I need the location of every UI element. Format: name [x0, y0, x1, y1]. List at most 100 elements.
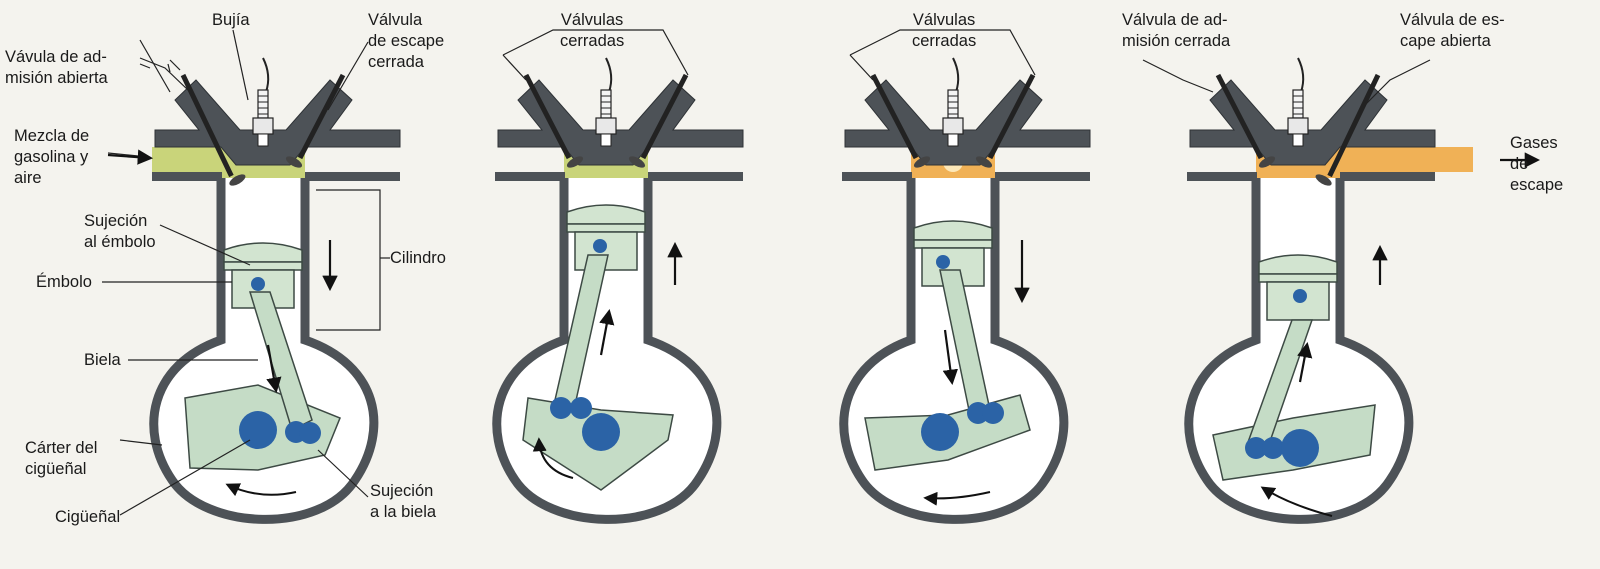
spark-plug-tip: [600, 133, 612, 147]
intake-valve-head: [229, 174, 246, 186]
crank-rotation-arrow: [225, 483, 297, 497]
head-flange-right: [305, 172, 400, 181]
intake-valve-leader: [139, 57, 189, 91]
exhaust-port-gases: [1340, 147, 1473, 172]
crank-rotation-arrow: [923, 491, 991, 506]
crankshaft-journal: [582, 413, 620, 451]
panel-intake-stroke: [102, 29, 401, 524]
spark-plug-leader: [232, 29, 249, 101]
intake-leader-end: [167, 63, 171, 73]
spark-plug-wire: [952, 57, 960, 93]
valves-bracket-left: [849, 54, 874, 81]
crank-rotation-arrow: [1260, 486, 1333, 517]
head-flange-left: [842, 172, 912, 181]
exhaust-valve-head: [628, 156, 646, 168]
crankshaft-journal: [1281, 429, 1319, 467]
valves-closed-label-power: Válvulas cerradas: [912, 11, 977, 50]
cylinder-bracket: [316, 189, 381, 331]
exhaust-valve-stem: [1327, 73, 1381, 178]
intake-leader-tail: [169, 59, 181, 71]
exhaust-gases-label: Gases de escape: [1510, 134, 1564, 194]
valves-bracket: [849, 29, 1036, 76]
spark-plug-label: Bujía: [212, 11, 250, 29]
intake-valve-closed-label: Válvula de ad- misión cerrada: [1122, 11, 1231, 50]
piston-rings: [566, 223, 646, 233]
fuel-air-mixture-label: Mezcla de gasolina y aire: [14, 127, 90, 187]
spark-leader: [139, 39, 171, 93]
exhaust-valve-leader: [327, 41, 369, 111]
crankshaft-leader: [119, 439, 251, 516]
head-flange-right: [995, 172, 1090, 181]
spark-plug-wire: [605, 57, 613, 93]
exhaust-open-leader: [1364, 59, 1431, 106]
piston-rings: [223, 261, 303, 271]
rod-bearing-leader: [317, 449, 369, 498]
spark-plug-icon: [942, 57, 964, 147]
rod-bearing: [1245, 437, 1267, 459]
piston-rings: [913, 239, 993, 249]
piston-label: Émbolo: [36, 273, 92, 291]
head-flange-left: [152, 172, 222, 181]
piston-crown: [566, 204, 646, 225]
spark-plug-tip: [1292, 133, 1304, 147]
crankshaft-journal: [921, 413, 959, 451]
spark-plug-icon: [595, 57, 617, 147]
spark-plug-hex: [595, 117, 617, 135]
intake-valve-stem: [1215, 73, 1264, 160]
head-flange-left: [495, 172, 565, 181]
piston-pin-label: Sujeción al émbolo: [84, 212, 156, 251]
rod-motion-arrow: [266, 344, 282, 394]
valves-bracket-left: [502, 54, 527, 81]
rod-bearing-2: [982, 402, 1004, 424]
exhaust-valve-stem: [640, 73, 689, 160]
panel-power-stroke: [839, 29, 1091, 524]
rod-bearing-2: [570, 397, 592, 419]
spark-plug-tip: [947, 133, 959, 147]
exhaust-valve-head: [1315, 174, 1332, 186]
exhaust-valve-stem: [297, 73, 346, 160]
piston-pin: [936, 255, 950, 269]
connecting-rod-label: Biela: [84, 351, 121, 369]
exhaust-valve-head: [975, 156, 993, 168]
rod-bearing-2: [299, 422, 321, 444]
rod-bearing-2: [1262, 437, 1284, 459]
intake-port-mixture: [152, 147, 222, 172]
spark-plug-wire: [1297, 57, 1305, 93]
spark-plug-hex: [1287, 117, 1309, 135]
piston-pin: [251, 277, 265, 291]
piston-crown: [1258, 254, 1338, 275]
intake-valve-head: [1258, 156, 1276, 168]
piston-pin: [593, 239, 607, 253]
rod-motion-arrow: [599, 308, 615, 356]
spark-plug-hex: [942, 117, 964, 135]
exhaust-valve-closed-label: Válvula de escape cerrada: [368, 11, 445, 71]
intake-valve-stem: [180, 73, 234, 178]
exhaust-valve-open-label: Válvula de es- cape abierta: [1400, 11, 1505, 50]
spark-plug-hex: [252, 117, 274, 135]
intake-valve-head: [566, 156, 584, 168]
spark-plug-icon: [1287, 57, 1309, 147]
intake-valve-head: [913, 156, 931, 168]
head-flange-left: [1187, 172, 1257, 181]
intake-valve-stem: [870, 73, 919, 160]
crank-rotation-arrow: [532, 437, 574, 479]
piston-crown: [913, 220, 993, 241]
spark-plug-icon: [252, 57, 274, 147]
panel-exhaust-stroke: [1142, 57, 1541, 524]
crankshaft-label: Cigüeñal: [55, 508, 121, 526]
rod-motion-arrow: [942, 329, 958, 386]
head-flange-right: [1340, 172, 1435, 181]
piston-rings: [1258, 273, 1338, 283]
piston-pin: [1293, 289, 1307, 303]
rod-bearing: [550, 397, 572, 419]
rod-motion-arrow: [1297, 341, 1313, 383]
valves-closed-label-compression: Válvulas cerradas: [560, 11, 625, 50]
head-flange-right: [648, 172, 743, 181]
crankcase-label: Cárter del cigüeñal: [25, 439, 98, 478]
rod-bearing-label: Sujeción a la biela: [370, 482, 437, 521]
cylinder-label: Cilindro: [390, 249, 446, 267]
exhaust-valve-head: [285, 156, 303, 168]
intake-valve-open-label: Vávula de ad- misión abierta: [5, 48, 108, 87]
